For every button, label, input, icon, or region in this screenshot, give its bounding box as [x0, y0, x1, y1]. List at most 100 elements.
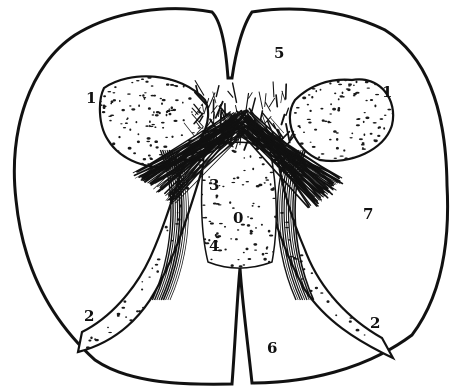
stipple-dot: [149, 125, 151, 127]
stipple-dot: [250, 232, 253, 235]
stipple-dot: [254, 250, 257, 251]
stipple-dot: [353, 85, 355, 87]
stipple-dot: [365, 81, 369, 83]
stipple-dot: [308, 122, 311, 124]
stipple-dot: [175, 99, 179, 101]
stipple-dot: [235, 238, 238, 240]
stipple-dot: [375, 94, 379, 95]
stipple-dot: [114, 86, 116, 88]
stipple-dot: [380, 118, 384, 120]
stipple-dot: [250, 230, 253, 233]
stipple-dot: [232, 150, 236, 152]
label-7: 7: [363, 205, 373, 223]
stipple-dot: [224, 249, 226, 251]
stipple-dot: [155, 264, 158, 266]
stipple-dot: [239, 265, 243, 267]
stipple-dot: [103, 95, 106, 97]
stipple-dot: [377, 135, 380, 137]
stipple-dot: [329, 139, 332, 141]
label-0: 0: [233, 209, 243, 227]
stipple-dot: [191, 111, 193, 113]
stipple-dot: [270, 183, 272, 186]
stipple-dot: [237, 229, 239, 230]
stipple-dot: [163, 146, 167, 148]
stipple-dot: [136, 80, 139, 81]
stipple-dot: [338, 98, 340, 100]
stipple-dot: [244, 157, 246, 158]
stipple-dot: [120, 123, 122, 124]
stipple-dot: [155, 114, 159, 116]
stipple-dot: [129, 105, 131, 106]
stipple-dot: [113, 92, 116, 93]
stipple-dot: [147, 77, 151, 79]
stipple-dot: [216, 197, 218, 198]
stipple-dot: [349, 317, 353, 319]
stipple-dot: [362, 147, 364, 149]
stipple-dot: [336, 147, 339, 150]
stipple-dot: [356, 124, 360, 126]
stipple-dot: [350, 137, 353, 138]
stipple-dot: [203, 205, 206, 206]
stipple-dot: [336, 132, 339, 133]
stipple-dot: [142, 281, 144, 282]
stipple-dot: [262, 253, 265, 256]
stipple-dot: [238, 259, 240, 260]
stipple-dot: [250, 218, 253, 220]
stipple-dot: [294, 112, 297, 114]
stipple-dot: [355, 92, 359, 94]
stipple-dot: [300, 254, 303, 256]
stipple-dot: [364, 112, 366, 113]
stipple-dot: [162, 99, 166, 101]
stipple-dot: [384, 115, 387, 116]
stipple-dot: [216, 232, 219, 234]
stipple-dot: [145, 81, 148, 83]
stipple-dot: [170, 110, 174, 111]
stipple-dot: [252, 168, 254, 171]
stipple-dot: [320, 108, 323, 110]
stipple-dot: [141, 289, 143, 291]
stipple-dot: [129, 319, 132, 321]
stipple-dot: [362, 148, 366, 150]
stipple-dot: [122, 307, 126, 309]
stipple-dot: [216, 195, 219, 198]
stipple-dot: [243, 252, 245, 254]
stipple-dot: [148, 277, 150, 278]
stipple-dot: [337, 81, 340, 83]
stipple-dot: [143, 97, 146, 98]
stipple-dot: [312, 146, 316, 148]
stipple-dot: [338, 107, 341, 109]
stipple-dot: [181, 134, 183, 136]
stipple-dot: [242, 184, 245, 185]
stipple-dot: [272, 187, 274, 189]
stipple-dot: [299, 127, 301, 128]
stipple-dot: [347, 89, 350, 92]
stipple-dot: [370, 99, 373, 101]
stipple-dot: [237, 177, 240, 179]
stipple-dot: [247, 216, 249, 217]
stipple-dot: [119, 100, 121, 102]
stipple-dot: [356, 329, 360, 332]
stipple-dot: [209, 221, 212, 222]
stipple-dot: [303, 132, 305, 133]
stipple-dot: [94, 338, 96, 340]
stipple-dot: [123, 127, 126, 128]
stipple-dot: [210, 259, 212, 261]
stipple-dot: [165, 226, 168, 229]
stipple-dot: [374, 105, 376, 108]
stipple-dot: [334, 158, 337, 159]
stipple-dot: [138, 133, 140, 135]
stipple-dot: [365, 100, 367, 102]
stipple-dot: [161, 103, 163, 105]
stipple-dot: [109, 120, 112, 122]
stipple-dot: [171, 136, 173, 138]
stipple-dot: [312, 88, 316, 90]
stipple-dot: [329, 113, 332, 114]
stipple-dot: [316, 90, 318, 92]
stipple-dot: [108, 91, 112, 92]
stipple-dot: [349, 320, 352, 322]
stipple-dot: [367, 88, 370, 89]
stipple-dot: [247, 224, 250, 227]
stipple-dot: [127, 93, 131, 94]
stipple-dot: [253, 243, 257, 246]
stipple-dot: [348, 83, 351, 85]
